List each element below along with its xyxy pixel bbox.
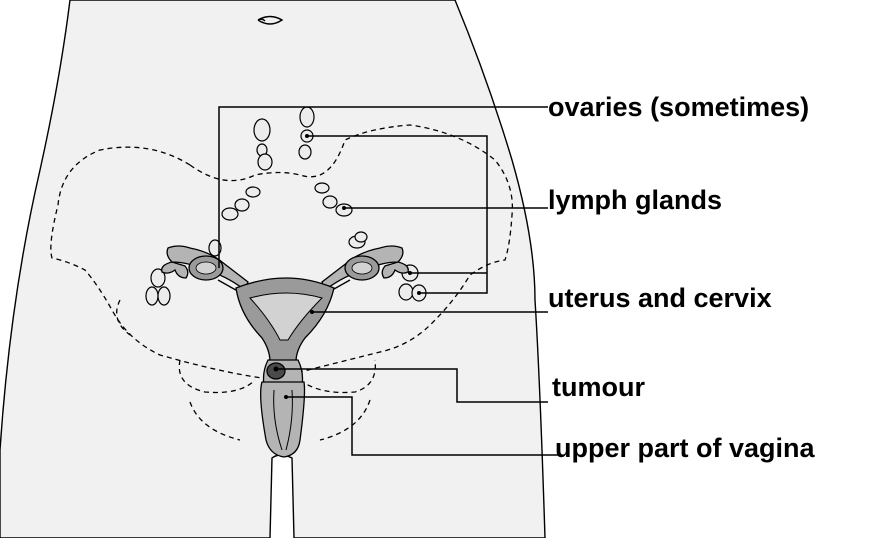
lymph-node [399,284,413,300]
lymph-node [300,107,314,127]
label-uterus-cervix: uterus and cervix [548,283,772,313]
lymph-node [222,208,238,220]
ovary-right-inner [352,262,372,274]
lymph-node [158,287,170,305]
legs-gap [270,455,294,538]
leader-dot [417,291,421,295]
lymph-node [299,145,311,159]
lymph-node [246,187,260,197]
lymph-node [323,196,337,208]
leader-dot [310,310,314,314]
label-upper-vagina: upper part of vagina [555,433,816,463]
label-tumour: tumour [552,372,645,402]
ovary-left-inner [196,262,216,274]
lymph-node [146,287,158,305]
label-lymph-glands: lymph glands [548,185,722,215]
lymph-node [355,232,367,242]
label-ovaries: ovaries (sometimes) [548,92,809,122]
lymph-node [235,199,249,211]
tumour-dot [274,367,279,372]
lymph-node [254,119,270,141]
leader-dot [305,134,309,138]
leader-dot [342,206,346,210]
lymph-node [315,183,329,193]
lymph-node [258,154,272,170]
leader-dot [408,271,412,275]
leader-dot [284,395,288,399]
